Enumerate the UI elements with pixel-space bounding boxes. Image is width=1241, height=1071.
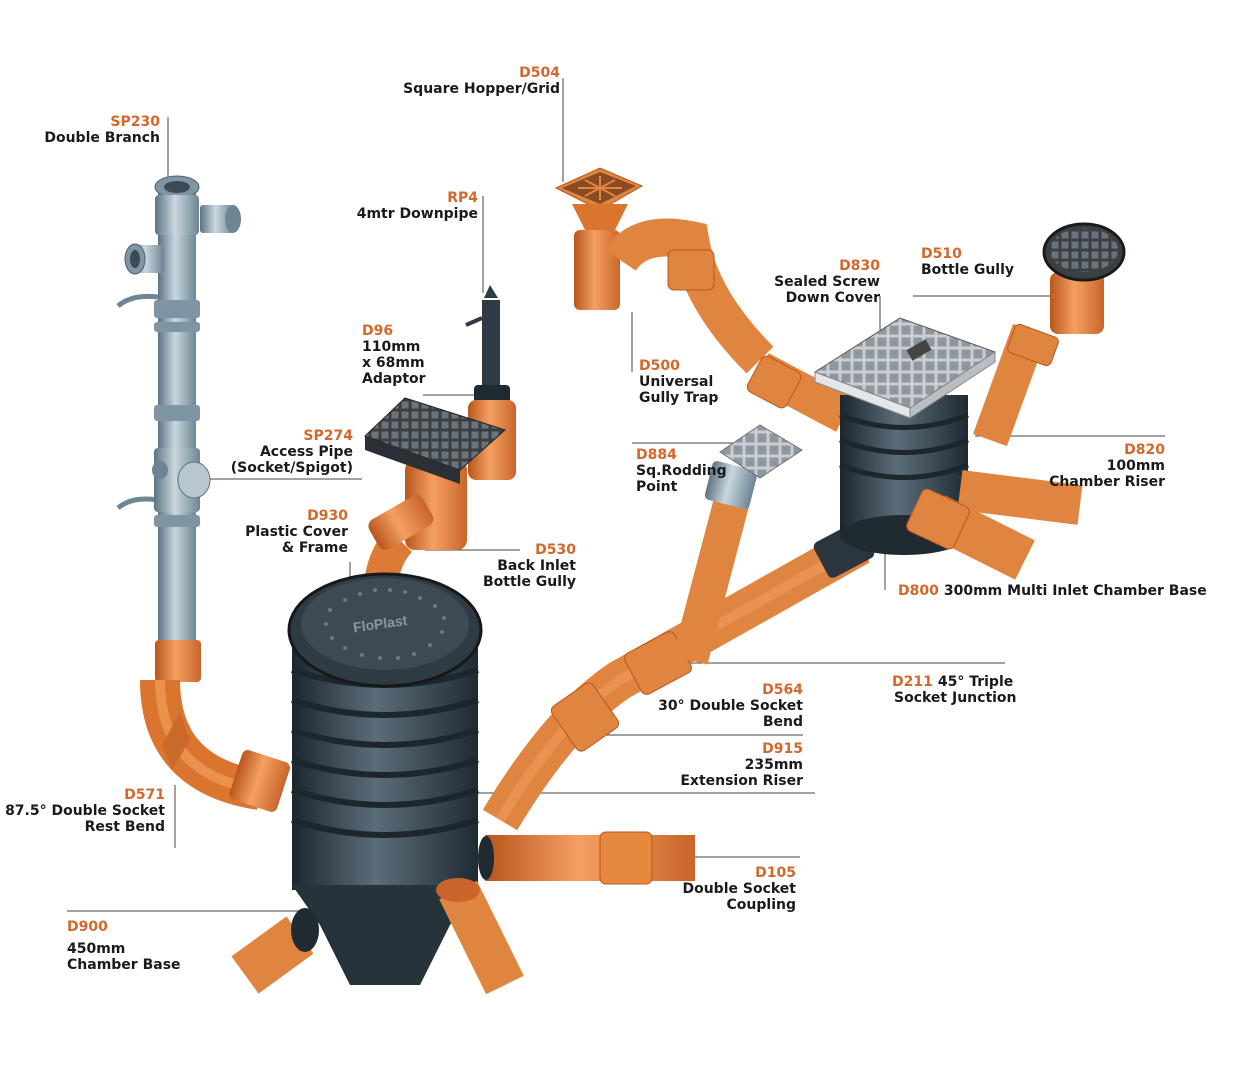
part-name: 450mm bbox=[67, 941, 126, 957]
part-name: Double Branch bbox=[44, 130, 160, 146]
part-code: D820 bbox=[1124, 442, 1165, 458]
part-name: Point bbox=[636, 479, 678, 495]
part-code: SP274 bbox=[303, 428, 353, 444]
part-name: Down Cover bbox=[785, 290, 880, 306]
part-name: 87.5° Double Socket bbox=[5, 803, 165, 819]
label-d900: D900 450mm Chamber Base bbox=[67, 919, 181, 973]
part-name: Double Socket bbox=[682, 881, 796, 897]
part-code: D564 bbox=[762, 682, 803, 698]
part-name: Chamber Riser bbox=[1049, 474, 1165, 490]
part-name: Bend bbox=[762, 714, 803, 730]
label-sp230: SP230 Double Branch bbox=[44, 114, 160, 146]
part-code: D900 bbox=[67, 919, 108, 935]
label-rp4: RP4 4mtr Downpipe bbox=[357, 190, 478, 222]
part-name: 110mm bbox=[362, 339, 421, 355]
part-name: Square Hopper/Grid bbox=[403, 81, 560, 97]
part-code: D915 bbox=[762, 741, 803, 757]
part-code: D884 bbox=[636, 447, 677, 463]
chamber-d800 bbox=[813, 317, 1083, 580]
label-d820: D820 100mm Chamber Riser bbox=[1049, 442, 1165, 490]
label-d510: D510 Bottle Gully bbox=[921, 246, 1014, 278]
part-name: 235mm bbox=[744, 757, 803, 773]
downpipe-rp4 bbox=[465, 285, 510, 407]
part-name: Plastic Cover bbox=[245, 524, 348, 540]
part-name: Adaptor bbox=[362, 371, 426, 387]
part-name: Gully Trap bbox=[639, 390, 719, 406]
part-name: Bottle Gully bbox=[482, 574, 576, 590]
label-d504: D504 Square Hopper/Grid bbox=[403, 65, 560, 97]
label-sp274: SP274 Access Pipe (Socket/Spigot) bbox=[231, 428, 353, 476]
part-code: D504 bbox=[519, 65, 560, 81]
part-name: 30° Double Socket bbox=[658, 698, 803, 714]
part-name: Rest Bend bbox=[84, 819, 165, 835]
part-name: Extension Riser bbox=[680, 773, 803, 789]
part-name: Sealed Screw bbox=[774, 274, 880, 290]
part-code: RP4 bbox=[447, 190, 478, 206]
part-code: D930 bbox=[307, 508, 348, 524]
grey-downpipe-assembly bbox=[116, 175, 241, 645]
part-name: 4mtr Downpipe bbox=[356, 206, 478, 222]
label-d530: D530 Back Inlet Bottle Gully bbox=[483, 542, 576, 590]
part-name: Socket Junction bbox=[894, 690, 1017, 706]
part-code: D830 bbox=[839, 258, 880, 274]
part-name: Access Pipe bbox=[259, 444, 353, 460]
part-code: D500 bbox=[639, 358, 680, 374]
part-name: 45° Triple bbox=[937, 674, 1014, 690]
part-code: D96 bbox=[362, 323, 394, 339]
rest-bend-d571 bbox=[140, 640, 290, 812]
part-code: D211 bbox=[892, 674, 933, 690]
part-name: x 68mm bbox=[362, 355, 425, 371]
part-name: Universal bbox=[639, 374, 714, 390]
part-name: Sq.Rodding bbox=[636, 463, 727, 479]
outlet-pipes-d900 bbox=[231, 831, 695, 995]
label-d830: D830 Sealed Screw Down Cover bbox=[774, 258, 880, 306]
part-code: D530 bbox=[535, 542, 576, 558]
label-d571: D571 87.5° Double Socket Rest Bend bbox=[5, 787, 165, 835]
part-name: & Frame bbox=[281, 540, 348, 556]
part-name: Bottle Gully bbox=[921, 262, 1015, 278]
part-code: D105 bbox=[755, 865, 796, 881]
label-d96: D96 110mm x 68mm Adaptor bbox=[362, 323, 426, 387]
label-d564: D564 30° Double Socket Bend bbox=[658, 682, 803, 730]
part-name: Back Inlet bbox=[497, 558, 576, 574]
part-code: D800 bbox=[898, 583, 939, 599]
chamber-d900: FloPlast bbox=[287, 572, 483, 985]
part-name: 300mm Multi Inlet Chamber Base bbox=[943, 583, 1207, 599]
label-d500: D500 Universal Gully Trap bbox=[639, 358, 718, 406]
label-d105: D105 Double Socket Coupling bbox=[682, 865, 796, 913]
gully-trap-d500 bbox=[554, 167, 854, 432]
label-d884: D884 Sq.Rodding Point bbox=[636, 447, 727, 495]
part-code: D571 bbox=[124, 787, 165, 803]
label-d915: D915 235mm Extension Riser bbox=[680, 741, 803, 789]
part-name: 100mm bbox=[1106, 458, 1165, 474]
label-d930: D930 Plastic Cover & Frame bbox=[245, 508, 348, 556]
rodding-point-d884 bbox=[672, 424, 803, 665]
part-name: (Socket/Spigot) bbox=[230, 460, 353, 476]
part-code: D510 bbox=[921, 246, 962, 262]
part-code: SP230 bbox=[110, 114, 160, 130]
bottle-gully-d510 bbox=[973, 222, 1126, 447]
part-name: Coupling bbox=[726, 897, 796, 913]
part-name: Chamber Base bbox=[67, 957, 181, 973]
main-diagonal-run bbox=[482, 522, 875, 831]
brand-mark: FloPlast bbox=[352, 612, 408, 635]
